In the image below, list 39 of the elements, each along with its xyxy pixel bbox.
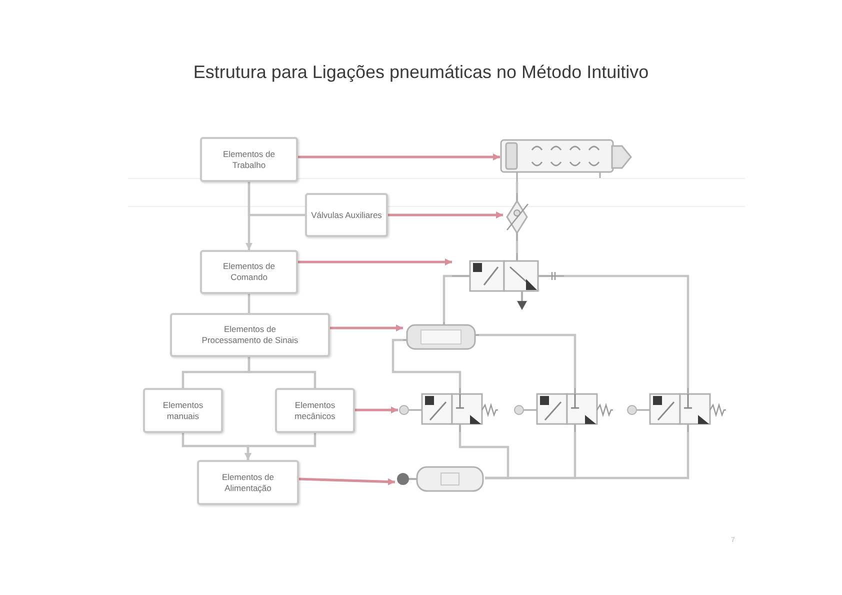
connector-line [516, 182, 518, 193]
connector-line [516, 241, 518, 253]
box-label: Válvulas Auxiliares [310, 210, 383, 220]
logic-valve-drawing [403, 322, 479, 352]
signal-valve-drawing [626, 388, 726, 432]
arrow [355, 406, 398, 414]
signal-valve-drawing [513, 388, 613, 432]
box-label: Elementos de Trabalho [222, 148, 276, 170]
process-box [275, 388, 355, 433]
process-box [200, 250, 298, 294]
box-label: Elementos de Comando [222, 261, 276, 283]
process-box [200, 137, 298, 182]
diagram-title: Estrutura para Ligações pneumáticas no Método Intuitivo [192, 62, 650, 83]
box-label: Elementos de Processamento de Sinais [200, 324, 300, 346]
arrow [298, 258, 452, 266]
process-box [305, 193, 388, 237]
connector-line [458, 432, 510, 480]
arrow [298, 154, 500, 160]
connector-line [248, 182, 305, 216]
directional-valve-drawing [452, 253, 564, 311]
connector-line [248, 357, 316, 388]
connector-line [248, 294, 250, 313]
cylinder-drawing [500, 138, 632, 182]
connector-line [485, 432, 690, 480]
box-label: Elementos mecânicos [294, 400, 336, 422]
process-box [143, 388, 223, 433]
arrow [330, 324, 403, 332]
process-box [170, 313, 330, 357]
connector-line [479, 334, 576, 388]
connector-line [392, 338, 462, 388]
box-label: Elementos manuais [162, 400, 204, 422]
connector-line [442, 274, 452, 322]
signal-valve-drawing [398, 388, 498, 432]
arrow [298, 478, 396, 486]
arrow [388, 212, 503, 218]
arrow [244, 433, 316, 460]
box-label: Elementos de Alimentação [221, 472, 275, 494]
connector-line [564, 274, 690, 388]
process-box [197, 460, 299, 505]
